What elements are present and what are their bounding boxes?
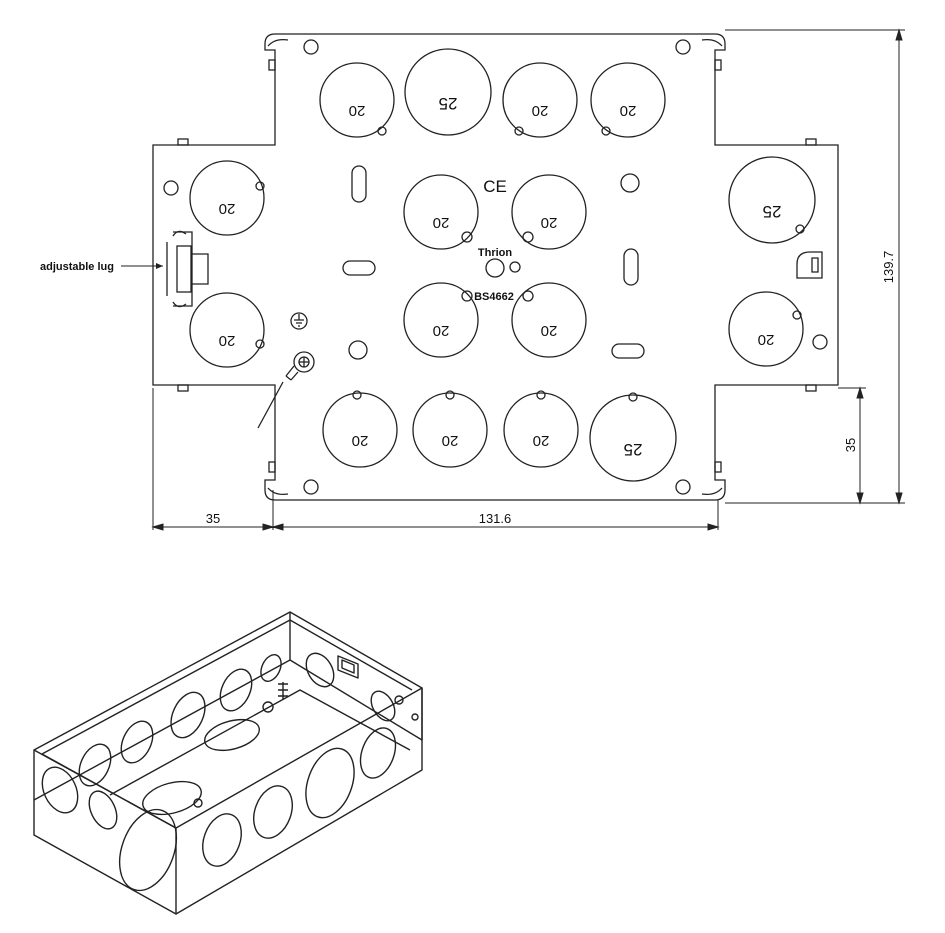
- box-back-wall: [33, 611, 291, 801]
- bottom-right-slot: [701, 487, 723, 496]
- box-isometric-view: [33, 611, 423, 915]
- knockout-label: 20: [533, 432, 550, 449]
- earth-symbol-icon: [290, 312, 308, 330]
- notch: [177, 384, 189, 392]
- notch: [177, 138, 189, 146]
- knockout-label: 20: [349, 102, 366, 119]
- knockouts-small: [189, 62, 804, 468]
- height-dimension: 139.7: [881, 251, 896, 284]
- earth-screw: [257, 351, 315, 429]
- knockout-label: 20: [433, 322, 450, 339]
- knockout-label: 25: [439, 94, 458, 113]
- box-front-wall: [175, 687, 423, 915]
- back-plate-drawing: [152, 33, 839, 501]
- mounting-hole: [620, 173, 640, 193]
- mounting-hole: [303, 39, 319, 55]
- center-hole-small: [509, 261, 521, 273]
- ce-mark: CE: [483, 177, 507, 196]
- knockout-labels: 20 25 20 20 20 20 20 20 20 20 25 20 20 2…: [219, 94, 782, 459]
- center-width-dimension: 131.6: [479, 511, 512, 526]
- horizontal-slot: [611, 343, 645, 359]
- left-width-dimension: 35: [206, 511, 220, 526]
- notch: [714, 59, 722, 71]
- knockout-label: 20: [219, 200, 236, 217]
- dimension-lines: [151, 28, 905, 531]
- notch: [805, 138, 817, 146]
- adjustable-lug: [166, 230, 209, 308]
- mounting-hole: [303, 479, 319, 495]
- center-hole: [485, 258, 505, 278]
- knockout-label: 20: [758, 331, 775, 348]
- vertical-slot: [351, 165, 367, 203]
- mounting-hole: [812, 334, 828, 350]
- knockout-label: 25: [624, 440, 643, 459]
- mounting-hole: [675, 479, 691, 495]
- top-left-slot: [267, 38, 289, 47]
- lug-callout-arrowhead: [156, 263, 163, 269]
- notch: [268, 461, 276, 473]
- knockouts-large: [404, 48, 816, 482]
- mounting-hole: [163, 180, 179, 196]
- top-right-slot: [701, 38, 723, 47]
- lug-callout-label: adjustable lug: [40, 261, 114, 273]
- notch: [805, 384, 817, 392]
- brand-mark: Thrion: [478, 247, 512, 259]
- knockout-label: 20: [541, 214, 558, 231]
- notch: [268, 59, 276, 71]
- knockout-label: 20: [620, 102, 637, 119]
- knockout-label: 20: [219, 332, 236, 349]
- knockout-label: 25: [763, 202, 782, 221]
- knockout-label: 20: [532, 102, 549, 119]
- side-height-dimension: 35: [843, 438, 858, 452]
- bottom-left-slot: [267, 487, 289, 496]
- mounting-hole: [348, 340, 368, 360]
- mounting-hole: [675, 39, 691, 55]
- notch: [714, 461, 722, 473]
- vertical-slot: [623, 248, 639, 286]
- knockout-tabs: [255, 126, 805, 402]
- knockout-label: 20: [352, 432, 369, 449]
- horizontal-slot: [342, 260, 376, 276]
- right-lug: [796, 251, 823, 279]
- knockout-label: 20: [541, 322, 558, 339]
- knockout-label: 20: [433, 214, 450, 231]
- standard-mark: BS4662: [474, 291, 514, 303]
- plate-outline: [152, 33, 839, 501]
- knockout-label: 20: [442, 432, 459, 449]
